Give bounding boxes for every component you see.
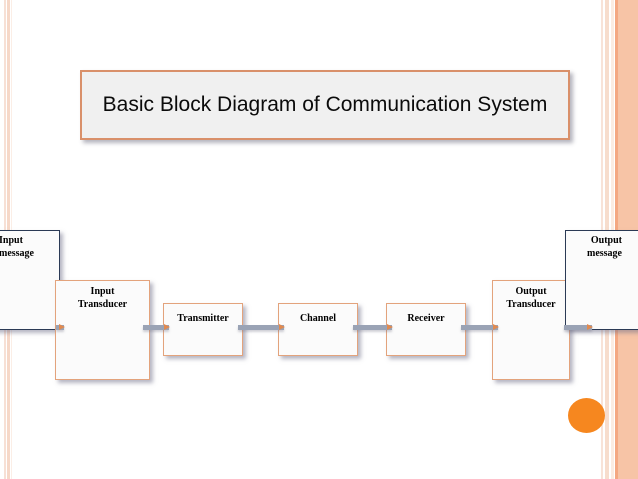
connector-input-transducer-to-transmitter [143,324,170,330]
connector-channel-to-receiver [353,324,393,330]
block-receiver-label: Receiver [407,313,445,324]
block-transmitter-label: Transmitter [177,313,229,324]
block-output-transducer: Output Transducer [492,280,570,380]
block-input-message-label: Input message [0,235,59,260]
block-input-transducer-label: Input Transducer [56,286,149,311]
block-output-message-line2: message [587,247,622,259]
block-input-transducer-line1: Input [90,286,115,297]
block-output-message-label: Output message [566,235,638,260]
block-output-message: Output message [565,230,638,330]
block-receiver: Receiver [386,303,466,356]
block-channel-label: Channel [299,313,337,324]
block-input-message-line2: message [0,247,34,259]
slide-title-box: Basic Block Diagram of Communication Sys… [80,70,570,140]
block-input-message: Input message [0,230,60,330]
block-output-transducer-line2: Transducer [506,298,556,310]
connector-receiver-to-output-transducer [461,324,499,330]
connector-input-message-to-input-transducer [56,324,65,330]
connector-transmitter-to-channel [238,324,285,330]
block-input-transducer-line2: Transducer [77,298,128,310]
block-input-message-line1: Input [0,235,23,246]
block-output-message-line1: Output [590,235,622,246]
connector-output-transducer-to-output-message [564,324,593,330]
block-output-transducer-line1: Output [515,286,547,297]
block-transmitter: Transmitter [163,303,243,356]
orange-circle-decoration [568,398,605,433]
page-title: Basic Block Diagram of Communication Sys… [102,93,548,117]
block-input-transducer: Input Transducer [55,280,150,380]
block-channel: Channel [278,303,358,356]
block-output-transducer-label: Output Transducer [493,286,569,311]
